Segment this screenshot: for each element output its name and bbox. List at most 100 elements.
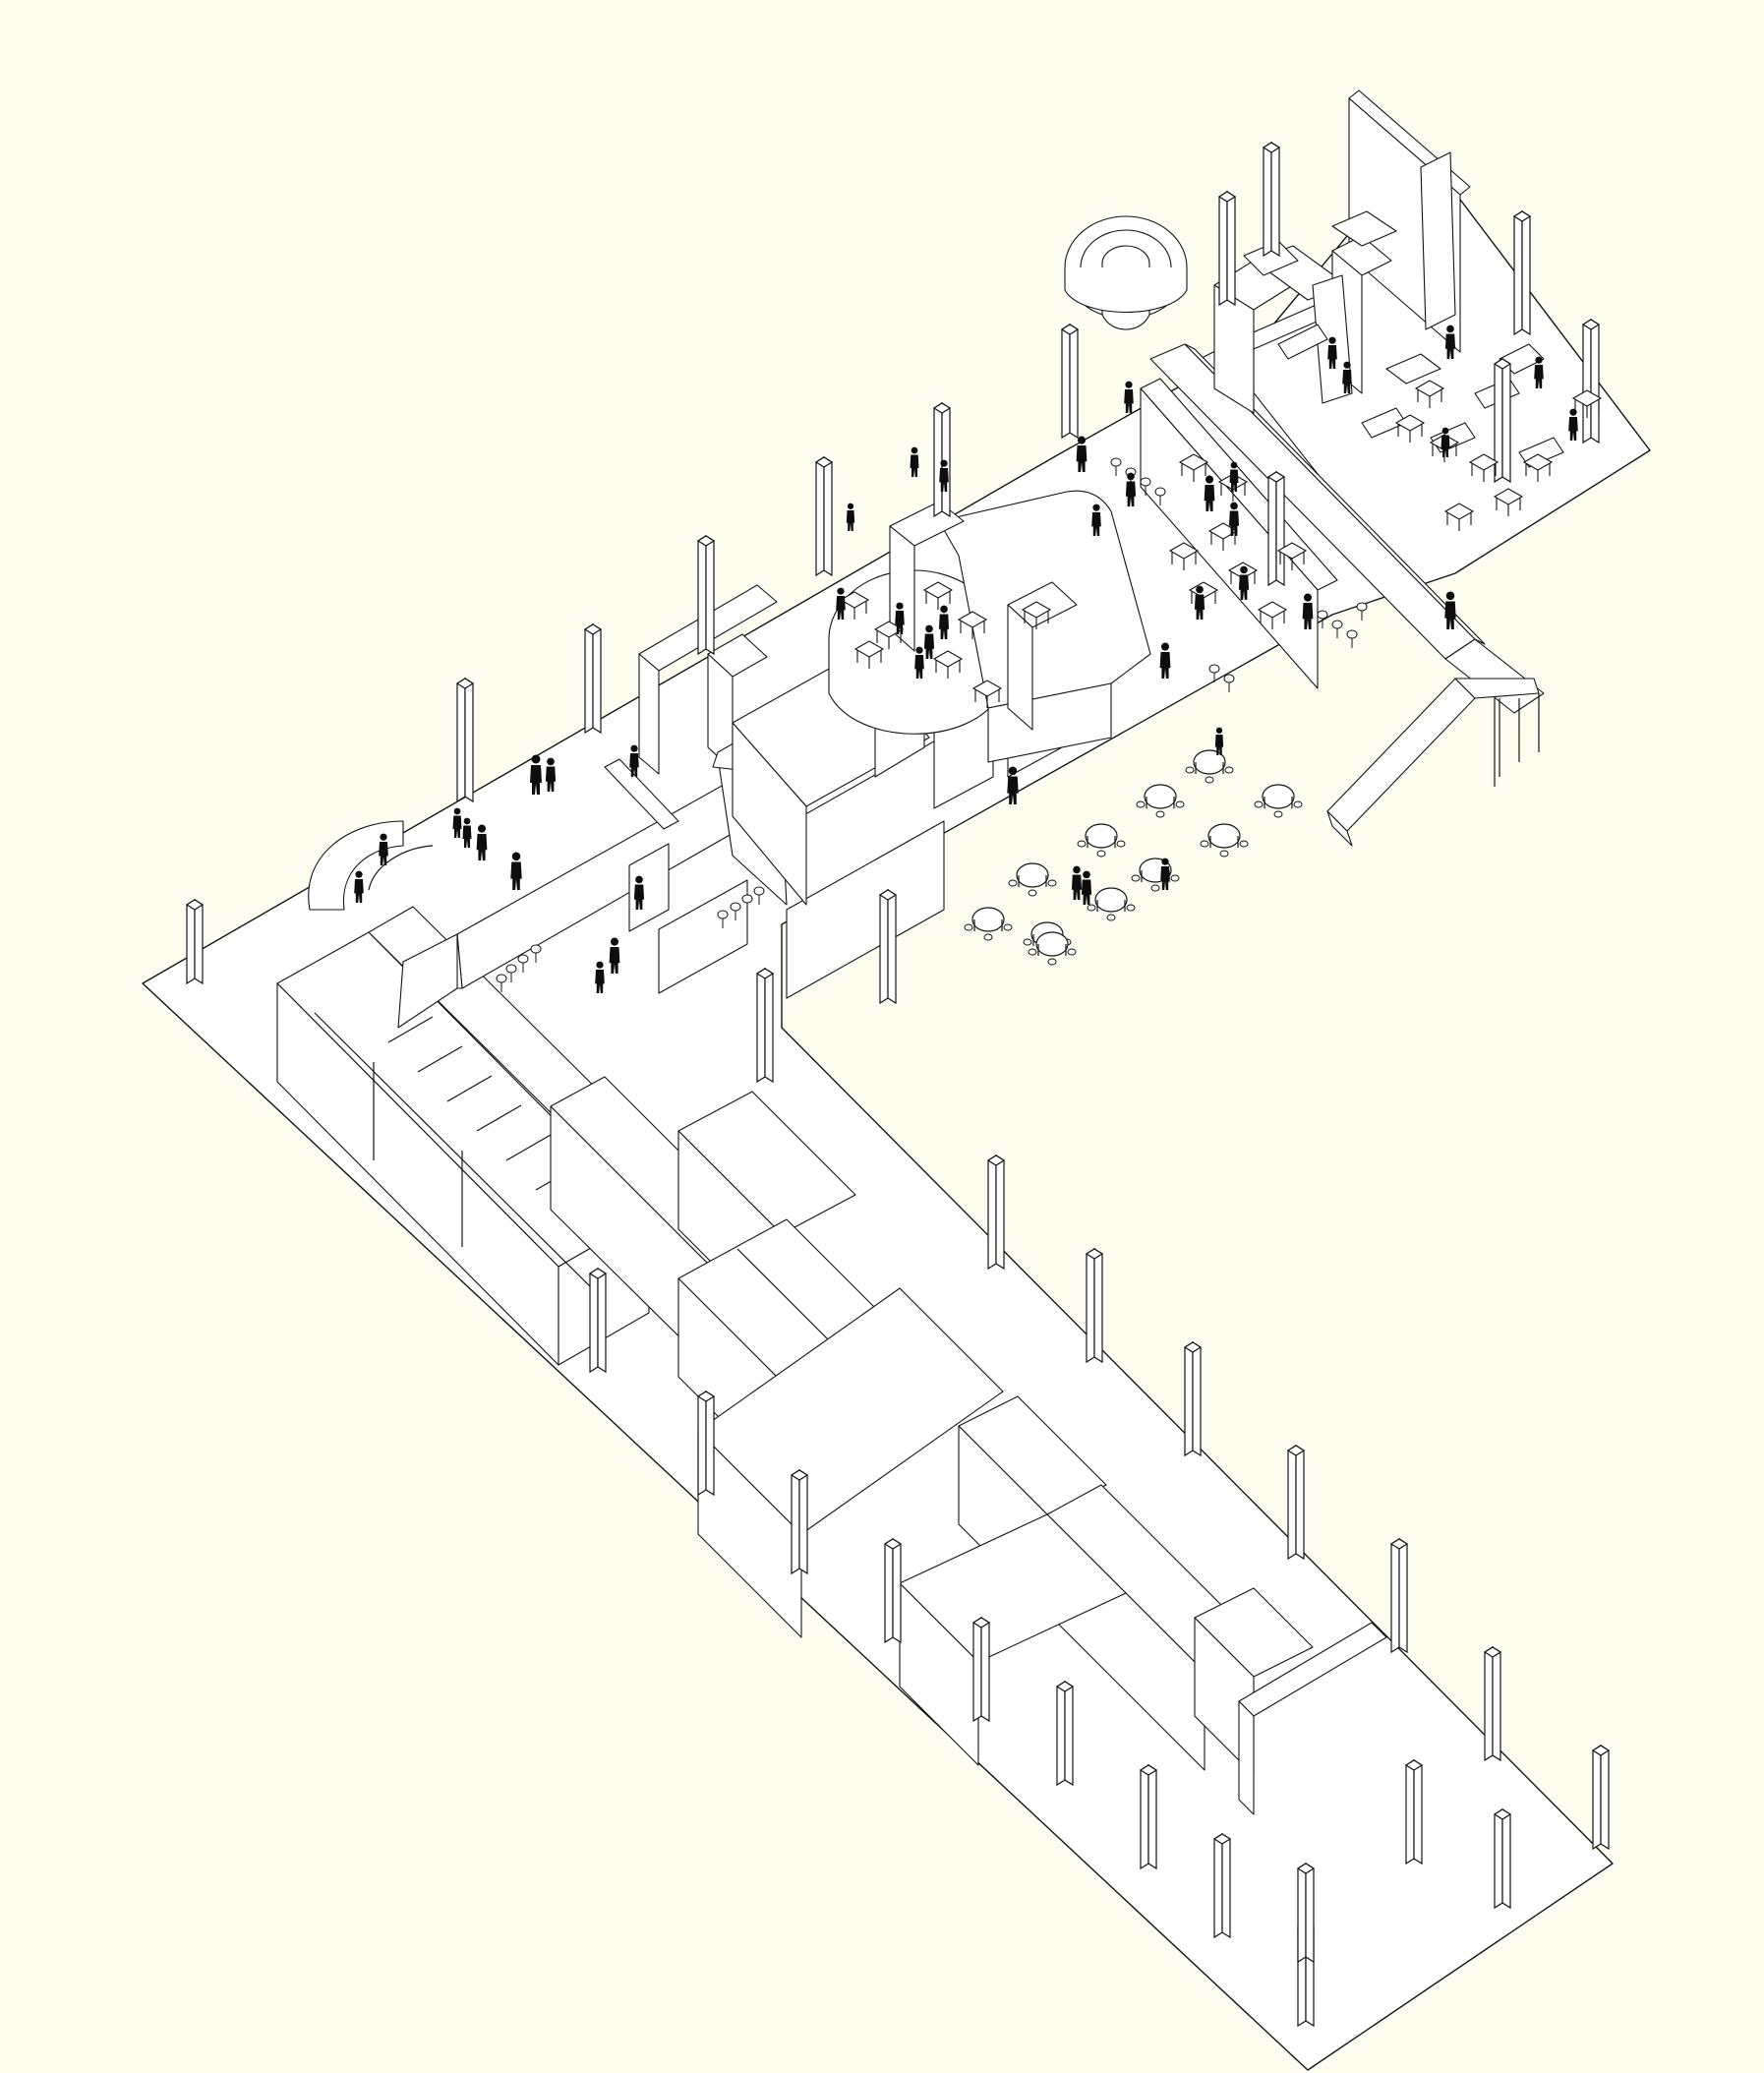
person-silhouette (633, 875, 645, 910)
person-silhouette (1081, 870, 1092, 905)
column (1286, 1444, 1306, 1561)
people-silhouettes (354, 325, 1578, 993)
column (583, 622, 603, 735)
column (185, 898, 205, 985)
bar-stool (1356, 602, 1368, 621)
column (455, 677, 475, 803)
column (1055, 1680, 1075, 1787)
bar-stool (517, 954, 529, 973)
column (1266, 470, 1286, 587)
person-silhouette (1444, 591, 1456, 629)
person-silhouette (530, 754, 542, 795)
round-table (1254, 784, 1303, 818)
person-silhouette (452, 807, 462, 838)
person-silhouette (476, 824, 488, 860)
person-silhouette (629, 744, 639, 777)
person-silhouette (1124, 381, 1134, 413)
column (1591, 1744, 1611, 1851)
square-table (1414, 380, 1445, 408)
square-table (1021, 601, 1052, 629)
person-silhouette (609, 937, 620, 974)
column (986, 1154, 1006, 1271)
round-table (1008, 862, 1057, 897)
person-silhouette (939, 459, 949, 492)
round-table (1077, 823, 1126, 858)
column (878, 888, 898, 1005)
round-table (1028, 931, 1077, 966)
person-silhouette (379, 833, 388, 865)
person-silhouette (1160, 858, 1170, 890)
column (1217, 190, 1237, 307)
column (1483, 1645, 1502, 1762)
bar-stool (1223, 674, 1235, 692)
person-silhouette (545, 757, 557, 792)
column (1581, 318, 1601, 444)
person-silhouette (923, 624, 935, 659)
columns (185, 141, 1611, 2028)
bar-stool (505, 964, 517, 982)
person-silhouette (1194, 585, 1205, 620)
person-silhouette (1076, 436, 1088, 472)
right-wing-partitions (1213, 89, 1564, 468)
person-silhouette (510, 852, 522, 890)
bar-stool (1208, 664, 1220, 682)
person-silhouette (938, 605, 950, 639)
column (1404, 1758, 1424, 1866)
square-table (957, 611, 988, 639)
column (1139, 1763, 1158, 1870)
column (1512, 209, 1532, 336)
person-silhouette (1444, 325, 1456, 359)
bar-stool (730, 902, 741, 920)
column (1262, 141, 1281, 258)
bar-stool (1110, 457, 1122, 476)
person-silhouette (1302, 593, 1314, 629)
round-table (964, 907, 1013, 941)
furniture (496, 380, 1603, 992)
person-silhouette (1568, 408, 1578, 441)
person-silhouette (836, 587, 846, 620)
person-silhouette (1125, 472, 1137, 506)
square-table (1443, 503, 1475, 531)
column (755, 967, 775, 1084)
bar-stool (1317, 610, 1328, 628)
person-silhouette (462, 817, 472, 848)
column (932, 401, 952, 518)
person-silhouette (1327, 336, 1337, 369)
person-silhouette (914, 646, 924, 679)
bar-stool (1140, 477, 1151, 496)
column (696, 534, 716, 656)
square-table (1394, 414, 1426, 443)
person-silhouette (1159, 642, 1171, 679)
column (971, 1616, 991, 1723)
person-silhouette (1204, 475, 1215, 511)
bar-stool (741, 894, 753, 913)
person-silhouette (1342, 361, 1352, 393)
person-silhouette (846, 503, 855, 531)
bar-stool (717, 910, 729, 928)
elevated-ramp (1149, 343, 1545, 847)
square-table (1522, 453, 1554, 482)
round-table (1200, 823, 1249, 858)
bar-stool (530, 944, 542, 963)
square-table (1168, 542, 1200, 570)
column (1493, 357, 1512, 484)
round-table (1185, 749, 1234, 784)
person-silhouette (1228, 502, 1240, 536)
round-table (1087, 887, 1136, 921)
person-silhouette (1229, 461, 1239, 492)
person-silhouette (1534, 356, 1544, 388)
column (883, 1537, 903, 1644)
square-table (1178, 453, 1209, 482)
bar-stool (496, 974, 507, 992)
column (1212, 1832, 1232, 1939)
square-table (971, 680, 1003, 708)
bar-stool (1154, 487, 1166, 505)
person-silhouette (1071, 865, 1083, 900)
column (1389, 1537, 1409, 1654)
square-table (1257, 601, 1288, 629)
square-table (1276, 542, 1308, 570)
square-table (932, 650, 964, 679)
person-silhouette (895, 602, 905, 634)
